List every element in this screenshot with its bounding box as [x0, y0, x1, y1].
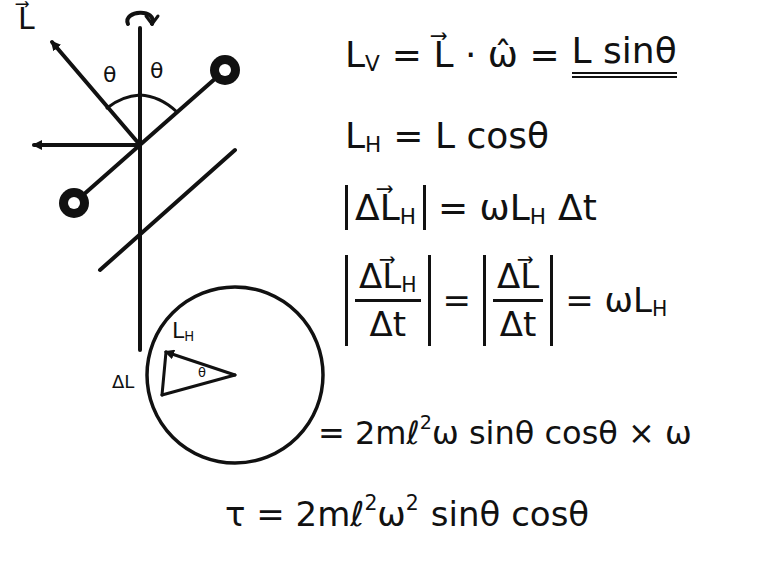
equation: = 2mℓ2ω sinθ cosθ × ω — [318, 415, 692, 452]
superscript: 2 — [406, 492, 419, 515]
angle-arc — [140, 95, 177, 112]
horizontal-component-arrow — [34, 143, 140, 147]
equation-text: τ = 2mℓ — [225, 495, 364, 534]
equation: ΔL⃗HΔt=ΔL⃗Δt= ωLH — [345, 255, 667, 346]
superscript: 2 — [420, 412, 432, 434]
delta-l-line — [162, 352, 166, 395]
mass — [68, 197, 80, 209]
equation-text: Δt — [369, 305, 406, 344]
equation-text: ω sinθ cosθ × ω — [432, 415, 692, 452]
numerator: ΔL⃗H — [355, 257, 421, 302]
subscript: H — [530, 205, 546, 230]
mass — [219, 64, 231, 76]
rod — [74, 70, 225, 203]
angle-label: θ — [150, 58, 163, 83]
subscript: H — [400, 205, 416, 230]
rotation-axis — [138, 28, 142, 350]
numerator: ΔL⃗ — [493, 257, 543, 302]
superscript: 2 — [364, 492, 377, 515]
equation-text: sinθ cosθ — [431, 495, 589, 534]
absolute-value: ΔL⃗H — [345, 185, 426, 230]
absolute-value: ΔL⃗ Δt — [483, 255, 553, 346]
denominator: Δt — [496, 302, 541, 344]
equation-text: Δt — [558, 187, 597, 228]
equation: LV = L⃗ · ω̂ = L sinθ — [345, 30, 677, 78]
absolute-value: ΔL⃗HΔt — [345, 255, 431, 346]
subscript: V — [365, 52, 380, 77]
equation: LH = L cosθ — [345, 115, 549, 156]
equation-text: L — [345, 34, 365, 75]
equation: τ = 2mℓ2ω2sinθ cosθ — [225, 495, 589, 534]
mass — [59, 188, 89, 218]
fraction: ΔL⃗HΔt — [355, 257, 421, 344]
equation-text: L — [345, 115, 365, 156]
equation-text: = L cosθ — [393, 115, 549, 156]
angle-label: θ — [103, 62, 116, 87]
angular-momentum-arrow — [52, 42, 140, 145]
denominator: Δt — [365, 302, 410, 344]
equation-text: = 2mℓ — [318, 415, 420, 452]
equation-text: ΔL⃗ — [359, 257, 401, 296]
rotation-arrowhead — [146, 16, 158, 24]
equation-text: = ωL — [438, 187, 530, 228]
mass — [210, 55, 240, 85]
equation-text: θ — [150, 58, 163, 83]
fraction: ΔL⃗ Δt — [493, 257, 543, 344]
subscript: H — [652, 298, 667, 321]
component-label: LH — [172, 318, 194, 343]
change-label: ΔL — [112, 372, 134, 393]
equation-text: L⃗ — [18, 2, 35, 37]
equation-text: θ — [198, 366, 206, 381]
equation-text: = — [443, 281, 472, 320]
equation-text: L sinθ — [572, 30, 677, 78]
equation-text: L — [172, 318, 184, 343]
vector-label: L⃗ — [18, 2, 35, 37]
angle-arc — [107, 95, 140, 108]
equation-text: ΔL — [112, 372, 134, 393]
angle-label: θ — [198, 366, 206, 381]
equation: ΔL⃗H= ωLHΔt — [345, 185, 597, 230]
equation-text: ΔL⃗ — [355, 187, 400, 228]
equation-text: Δt — [500, 305, 537, 344]
equation-text: = ωL — [565, 281, 652, 320]
equation-text: ΔL⃗ — [497, 257, 539, 296]
subscript: H — [365, 133, 381, 158]
subscript: H — [184, 329, 194, 344]
precession-circle — [147, 287, 323, 463]
equation-text: ω — [377, 495, 405, 534]
subscript: H — [401, 274, 416, 297]
equation-text: θ — [103, 62, 116, 87]
plane-line — [100, 150, 235, 270]
equation-text: = L⃗ · ω̂ = — [392, 34, 560, 75]
